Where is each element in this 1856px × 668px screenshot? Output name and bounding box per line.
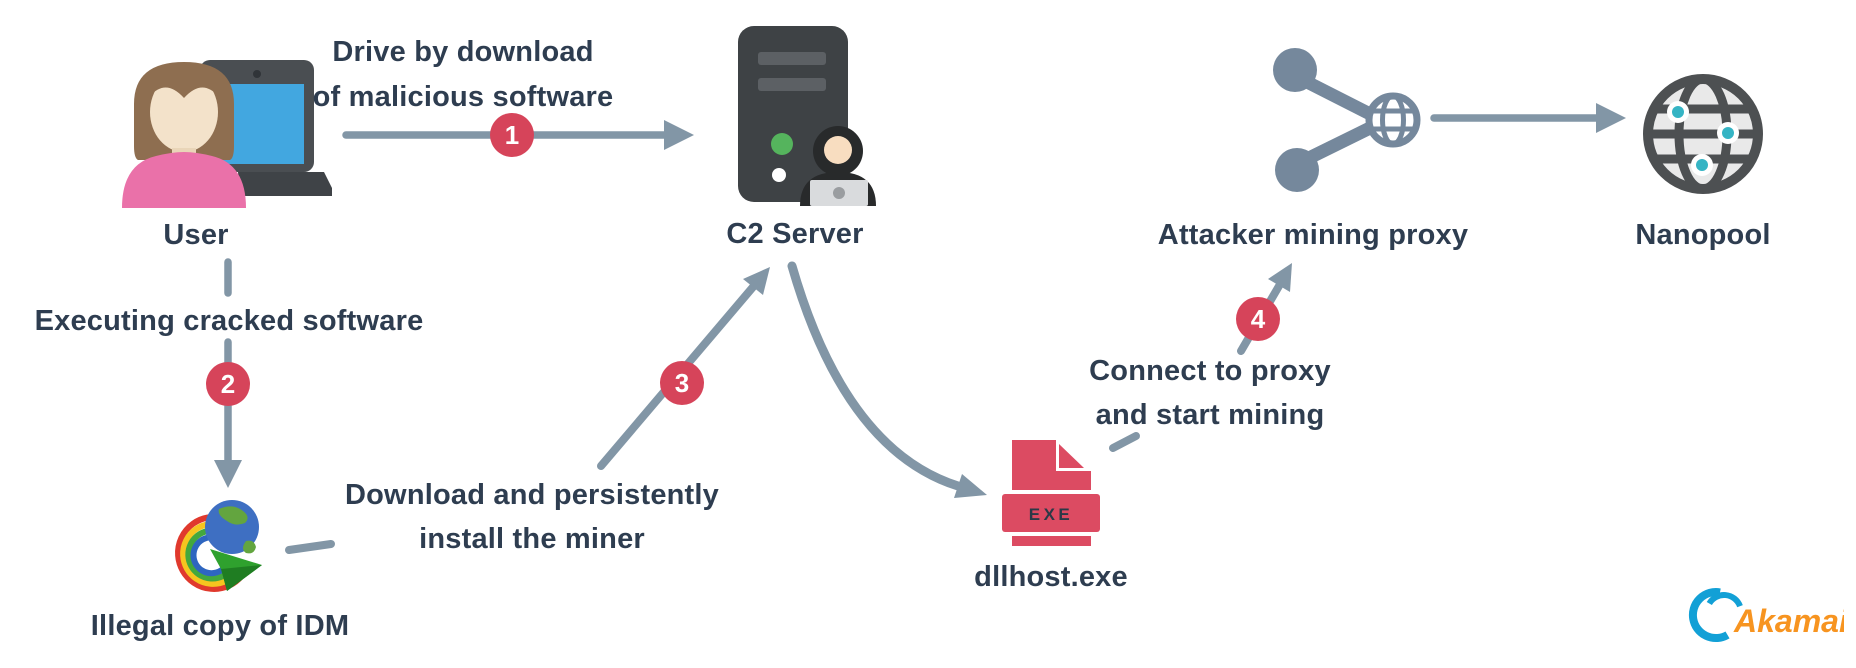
arrowhead-step4 — [1268, 263, 1292, 292]
user-label: User — [163, 219, 229, 251]
exe-doc-body — [1012, 440, 1091, 490]
hacker-laptop-logo — [833, 187, 845, 199]
exe-band-label: EXE — [1029, 505, 1074, 524]
hair-bangs — [150, 66, 218, 98]
pink-shirt — [122, 152, 246, 208]
server-slot-1 — [758, 52, 826, 65]
arrow-c2-to-dllhost-curve — [787, 261, 963, 491]
nanopool-label: Nanopool — [1635, 219, 1771, 251]
proxy-node-top — [1273, 48, 1317, 92]
proxy-link-bottom — [1306, 120, 1377, 164]
globe-with-nodes-icon — [1643, 74, 1763, 194]
step3-label-line1: Download and persistently — [345, 479, 719, 511]
arrowhead-step3 — [743, 267, 770, 295]
akamai-logo: Akamai — [1688, 588, 1844, 643]
server-slot-2 — [758, 78, 826, 91]
laptop-base — [238, 172, 332, 196]
arrowhead-c2-to-dllhost — [954, 474, 987, 498]
step1-label-line2: of malicious software — [312, 81, 614, 113]
akamai-crescent-small — [1706, 592, 1743, 608]
nanopool-node-dots — [1667, 101, 1739, 176]
server-led-green — [771, 133, 793, 155]
step-badge-2: 2 — [206, 362, 250, 406]
server-led-white — [772, 168, 786, 182]
idm-earth-land-2 — [243, 540, 256, 554]
step1-label-line1: Drive by download — [332, 36, 594, 68]
dllhost-label: dllhost.exe — [974, 561, 1128, 593]
arrow-step3-dash — [285, 540, 335, 554]
arrow-step4-dash — [1109, 432, 1140, 452]
step-badge-1: 1 — [490, 113, 534, 157]
proxy-link-top — [1304, 76, 1377, 122]
akamai-crescent-large — [1688, 588, 1730, 643]
exe-doc-bottom — [1012, 536, 1091, 546]
idm-earth-land-1 — [218, 506, 248, 525]
arrowhead-step2 — [214, 460, 242, 488]
laptop-camera — [253, 70, 261, 78]
step3-label-line2: install the miner — [419, 523, 645, 555]
c2-server-label: C2 Server — [726, 218, 864, 250]
server-with-hacker-icon — [738, 26, 876, 206]
hacker-face — [824, 136, 852, 164]
step4-label-line2: and start mining — [1095, 399, 1325, 431]
network-share-globe-icon — [1273, 48, 1421, 192]
exe-file-icon: EXE — [1002, 440, 1100, 546]
mining-proxy-label: Attacker mining proxy — [1157, 219, 1469, 251]
step4-label-line1: Connect to proxy — [1089, 355, 1331, 387]
proxy-globe-meridian — [1380, 93, 1406, 147]
exe-doc-fold — [1059, 444, 1084, 468]
akamai-logo-text: Akamai — [1733, 603, 1844, 639]
idm-downloader-icon — [175, 500, 262, 592]
proxy-globe-outline — [1365, 92, 1421, 148]
idm-label: Illegal copy of IDM — [90, 610, 350, 642]
proxy-node-bottom — [1275, 148, 1319, 192]
idm-green-arrow-shade — [221, 565, 262, 591]
arrowhead-proxy-to-nanopool — [1596, 103, 1626, 133]
step-badge-3: 3 — [660, 361, 704, 405]
exe-band — [1002, 494, 1100, 532]
face — [150, 72, 218, 152]
step-badge-4: 4 — [1236, 297, 1280, 341]
arrowhead-step1 — [664, 120, 694, 150]
idm-rainbow-swoosh — [175, 514, 245, 592]
woman-at-laptop-icon — [122, 60, 332, 208]
step2-label: Executing cracked software — [34, 305, 424, 337]
